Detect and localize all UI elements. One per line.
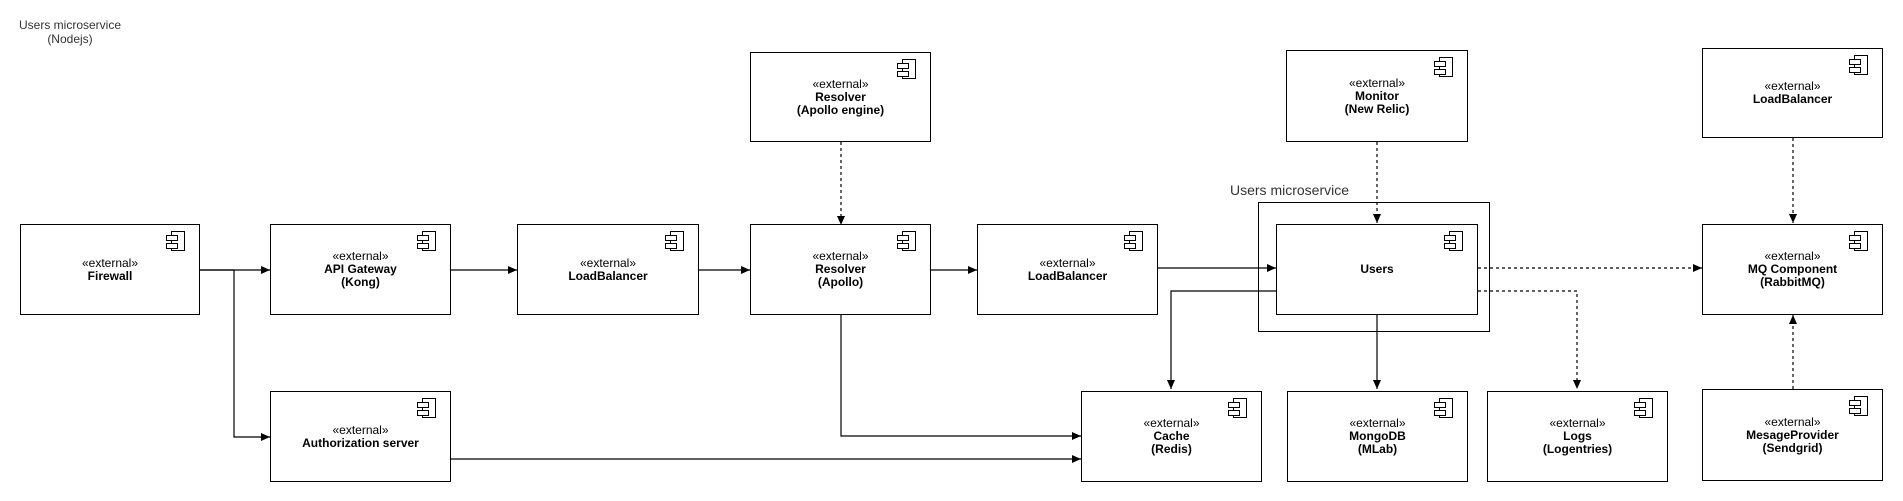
node-loadbalancer-3[interactable]: «external» LoadBalancer <box>1702 48 1883 138</box>
node-sub: (Apollo) <box>817 275 864 289</box>
node-name: Monitor <box>1355 88 1399 103</box>
component-icon <box>1444 231 1463 251</box>
node-mesage-provider[interactable]: «external» MesageProvider (Sendgrid) <box>1702 389 1883 481</box>
node-name: LoadBalancer <box>1027 268 1108 283</box>
node-stereotype: «external» <box>81 255 139 270</box>
node-api-gateway[interactable]: «external» API Gateway (Kong) <box>270 224 451 315</box>
node-name: Cache <box>1153 429 1190 443</box>
node-mq-component[interactable]: «external» MQ Component (RabbitMQ) <box>1702 224 1883 315</box>
node-name: Resolver <box>815 89 866 104</box>
component-icon <box>1124 231 1143 251</box>
node-stereotype: «external» <box>1349 416 1406 430</box>
node-name: API Gateway <box>324 262 397 276</box>
node-name: Users <box>1360 262 1394 276</box>
component-icon <box>1849 55 1868 75</box>
node-stereotype: «external» <box>812 76 869 91</box>
diagram-title-line2: (Nodejs) <box>47 32 93 46</box>
diagram-title: Users microservice (Nodejs) <box>0 18 140 46</box>
component-icon <box>665 231 684 251</box>
node-stereotype: «external» <box>332 249 389 263</box>
node-sub: (Redis) <box>1151 442 1192 456</box>
edge-users-logs <box>1478 290 1581 389</box>
edge-firewall-auth <box>200 269 270 441</box>
component-icon <box>897 59 916 79</box>
component-icon <box>417 398 436 418</box>
group-label: Users microservice <box>1230 182 1350 198</box>
component-icon <box>1634 398 1653 418</box>
node-name: MQ Component <box>1747 262 1838 276</box>
diagram-title-line1: Users microservice <box>18 18 121 32</box>
component-icon <box>897 231 916 251</box>
node-mongodb[interactable]: «external» MongoDB (MLab) <box>1287 391 1468 482</box>
node-logs[interactable]: «external» Logs (Logentries) <box>1487 391 1668 482</box>
node-resolver-engine[interactable]: «external» Resolver (Apollo engine) <box>750 52 931 142</box>
node-stereotype: «external» <box>1549 416 1606 430</box>
node-users[interactable]: Users <box>1276 224 1478 315</box>
node-name: MongoDB <box>1349 429 1406 443</box>
node-name: Authorization server <box>302 435 419 450</box>
node-cache[interactable]: «external» Cache (Redis) <box>1081 391 1262 482</box>
node-stereotype: «external» <box>812 249 869 263</box>
node-sub: (Sendgrid) <box>1762 440 1823 455</box>
component-icon <box>1434 398 1453 418</box>
node-resolver[interactable]: «external» Resolver (Apollo) <box>750 224 931 315</box>
node-stereotype: «external» <box>1764 249 1821 263</box>
node-stereotype: «external» <box>579 255 637 270</box>
node-name: Logs <box>1563 429 1592 443</box>
node-firewall[interactable]: «external» Firewall <box>20 224 200 315</box>
component-icon <box>417 231 436 251</box>
users-microservice-group <box>1258 202 1490 332</box>
node-name: LoadBalancer <box>1752 92 1833 106</box>
node-sub: (RabbitMQ) <box>1760 275 1825 289</box>
node-stereotype: «external» <box>1764 414 1821 429</box>
node-sub: (MLab) <box>1357 442 1398 456</box>
node-stereotype: «external» <box>1143 416 1200 430</box>
node-stereotype: «external» <box>1764 79 1821 93</box>
node-loadbalancer-2[interactable]: «external» LoadBalancer <box>977 224 1158 315</box>
node-monitor[interactable]: «external» Monitor (New Relic) <box>1286 50 1468 142</box>
node-sub: (Kong) <box>341 275 380 289</box>
node-stereotype: «external» <box>332 422 389 437</box>
node-authorization-server[interactable]: «external» Authorization server <box>270 391 451 482</box>
component-icon <box>1849 396 1868 416</box>
component-icon <box>1434 57 1453 77</box>
node-sub: (Logentries) <box>1542 442 1613 456</box>
node-name: MesageProvider <box>1746 427 1839 442</box>
node-loadbalancer-1[interactable]: «external» LoadBalancer <box>517 224 699 315</box>
component-icon <box>166 231 185 251</box>
component-icon <box>1228 398 1247 418</box>
node-stereotype: «external» <box>1039 255 1096 270</box>
edge-resolver-cache <box>840 315 1081 440</box>
component-icon <box>1849 231 1868 251</box>
node-name: Firewall <box>87 268 133 283</box>
edge-users-cache <box>1167 290 1276 389</box>
node-name: Resolver <box>815 262 866 276</box>
node-name: LoadBalancer <box>568 268 648 283</box>
node-sub: (New Relic) <box>1344 101 1410 116</box>
node-stereotype: «external» <box>1348 75 1406 90</box>
node-sub: (Apollo engine) <box>796 102 885 117</box>
